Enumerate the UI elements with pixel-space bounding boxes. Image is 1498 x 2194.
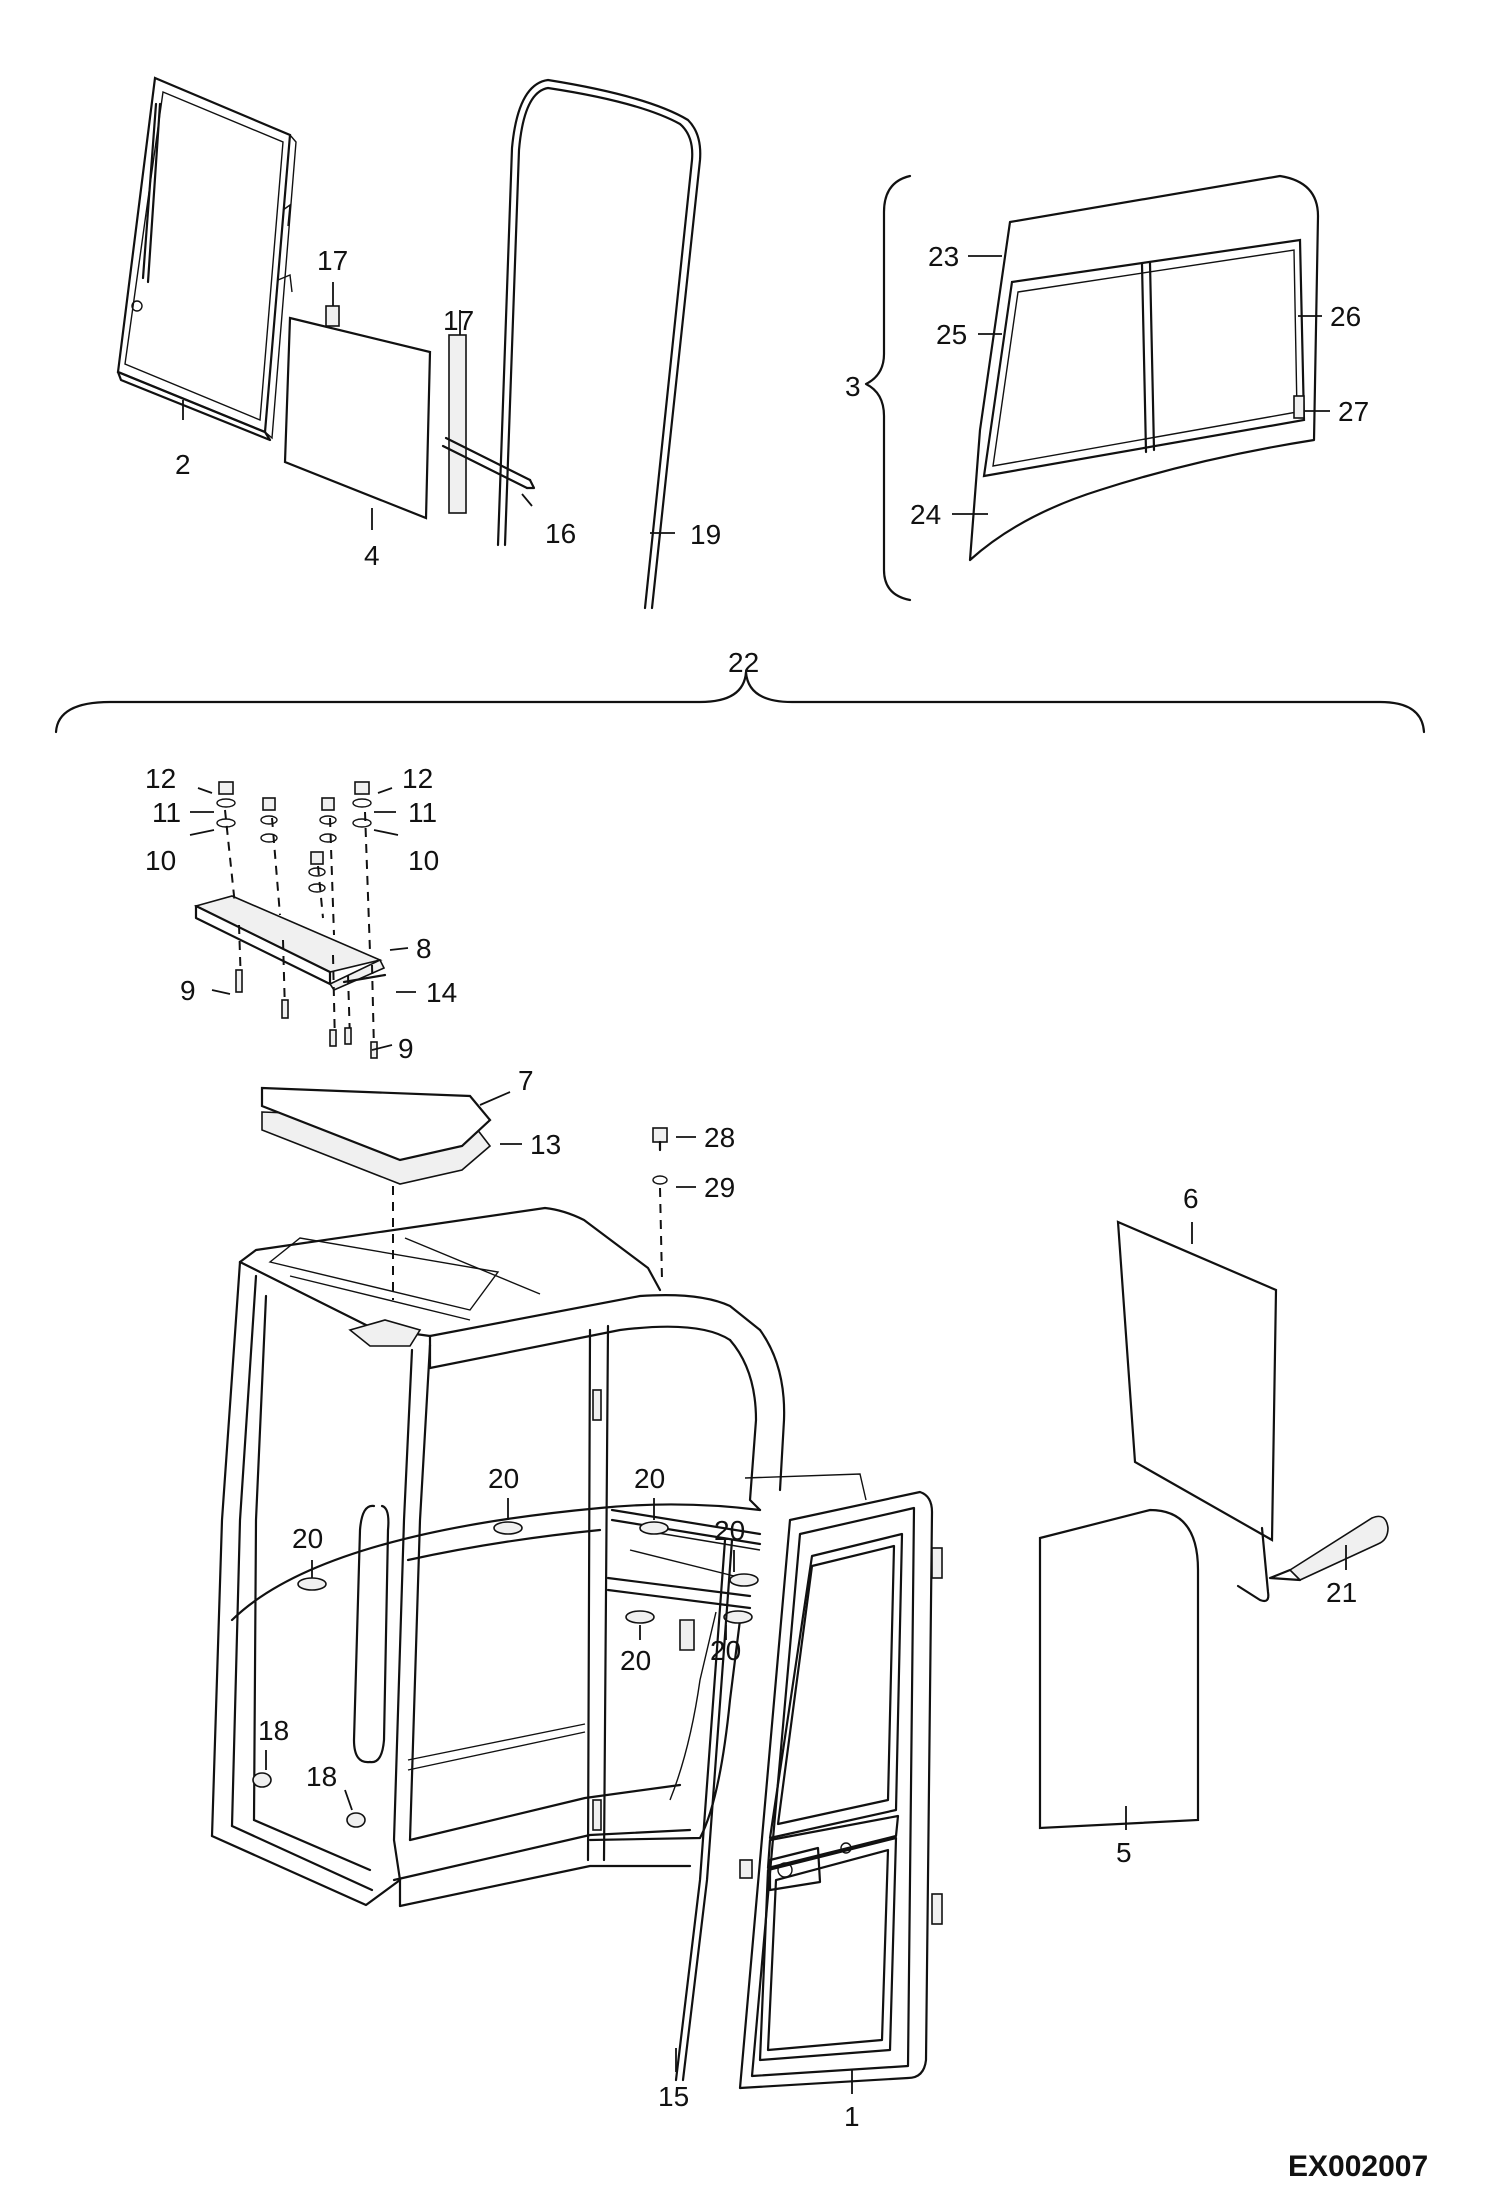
callout-28: 28 [704,1122,735,1153]
callout-11a: 11 [152,797,181,828]
callout-14: 14 [426,977,457,1008]
drawing-id: EX002007 [1288,2150,1428,2183]
mount-pads [252,1521,759,1828]
callout-12b: 12 [402,763,433,794]
callout-21: 21 [1326,1577,1357,1608]
side-window-with-wiper [116,76,297,442]
door-seal-strip [674,1473,867,2082]
callout-23: 23 [928,241,959,272]
cab-door [738,1490,943,2090]
callout-4: 4 [364,540,380,571]
callout-10a: 10 [145,845,176,876]
glass-pane [283,316,432,520]
callout-15: 15 [658,2081,689,2112]
callout-22: 22 [728,647,759,678]
lower-front-glass [1038,1508,1200,1830]
seal-strip-long [448,334,467,514]
callout-9a: 9 [180,975,196,1006]
callout-9b: 9 [398,1033,414,1064]
roof-glass [260,1086,492,1185]
roof-mounting-plate [193,895,387,992]
rear-window-assembly [864,174,1320,602]
fastener-stack [216,781,378,1059]
callout-17b: 17 [443,305,474,336]
callout-17a: 17 [317,245,348,276]
cab-assembly-brace [54,670,1426,734]
callout-19: 19 [690,519,721,550]
callout-11b: 11 [408,797,437,828]
seal-strip-short [325,305,340,327]
roof-bolt [652,1127,668,1281]
callout-29: 29 [704,1172,735,1203]
callout-25: 25 [936,319,967,350]
callout-5: 5 [1116,1837,1132,1868]
leader-lines [182,255,1347,2094]
callout-20e: 20 [620,1645,651,1676]
sealant-tube [1268,1515,1389,1582]
rod [441,436,536,490]
callout-20a: 20 [292,1523,323,1554]
callout-27: 27 [1338,396,1369,427]
callout-labels: 2 4 17 17 16 19 3 23 25 24 26 27 22 12 1… [145,241,1369,2132]
callout-6: 6 [1183,1183,1199,1214]
callout-20b: 20 [488,1463,519,1494]
callout-2: 2 [175,449,191,480]
callout-18b: 18 [306,1761,337,1792]
callout-12a: 12 [145,763,176,794]
callout-20d: 20 [714,1515,745,1546]
callout-13: 13 [530,1129,561,1160]
side-glass-panel [1116,1220,1278,1603]
cab-body [210,1206,786,1908]
callout-16: 16 [545,518,576,549]
callout-20c: 20 [634,1463,665,1494]
callout-26: 26 [1330,301,1361,332]
callout-10b: 10 [408,845,439,876]
callout-1: 1 [844,2101,860,2132]
callout-18a: 18 [258,1715,289,1746]
callout-7: 7 [518,1065,534,1096]
callout-3: 3 [845,371,861,402]
front-window-seal [496,78,702,610]
callout-20f: 20 [710,1635,741,1666]
callout-24: 24 [910,499,941,530]
callout-8: 8 [416,933,432,964]
